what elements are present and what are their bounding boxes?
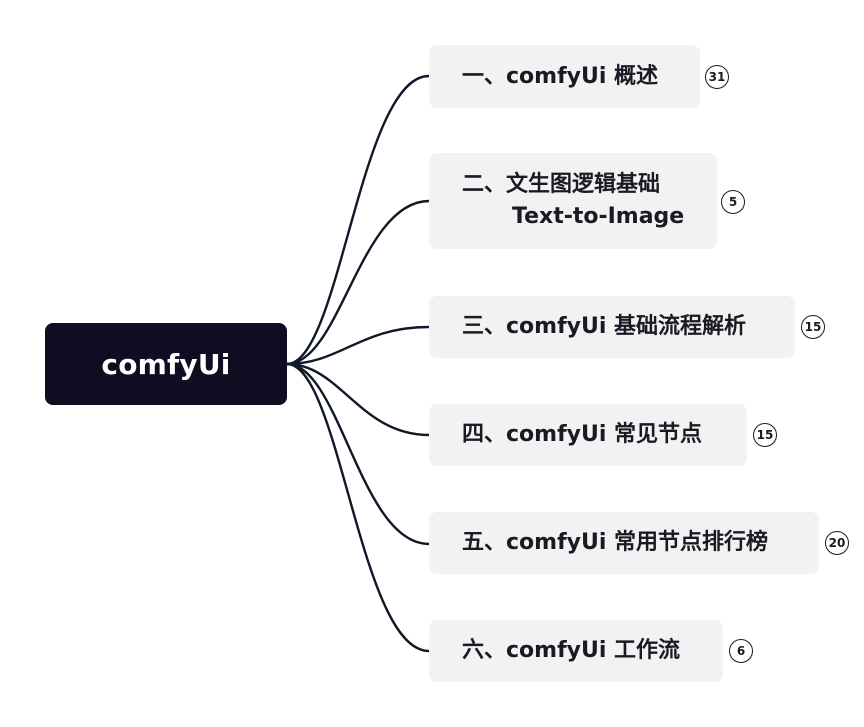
branch-node-label: 三、comfyUi 基础流程解析	[462, 314, 747, 339]
branch-node-label: 二、文生图逻辑基础 Text-to-Image	[462, 169, 684, 233]
connector-branch-2	[285, 199, 431, 366]
root-node-label: comfyUi	[101, 347, 231, 381]
connector-branch-1	[285, 74, 431, 366]
child-count-badge[interactable]: 5	[721, 190, 745, 214]
child-count-value: 6	[736, 644, 746, 658]
branch-node-label: 六、comfyUi 工作流	[462, 638, 681, 663]
root-node[interactable]: comfyUi	[45, 323, 287, 405]
branch-node-label: 一、comfyUi 概述	[462, 63, 659, 89]
branch-node-label: 五、comfyUi 常用节点排行榜	[462, 530, 769, 555]
branch-node-overview[interactable]: 一、comfyUi 概述	[429, 45, 700, 108]
connector-branch-3	[285, 325, 431, 366]
child-count-value: 20	[828, 536, 846, 550]
branch-node-basic-flow[interactable]: 三、comfyUi 基础流程解析	[429, 296, 795, 358]
child-count-badge[interactable]: 20	[825, 531, 849, 555]
connector-branch-4	[285, 362, 431, 437]
branch-node-label-line1: 二、文生图逻辑基础	[462, 172, 661, 197]
branch-node-text-to-image[interactable]: 二、文生图逻辑基础 Text-to-Image	[429, 153, 717, 249]
branch-node-label: 四、comfyUi 常见节点	[462, 422, 703, 447]
child-count-value: 31	[708, 70, 726, 84]
child-count-badge[interactable]: 15	[753, 423, 777, 447]
branch-node-node-ranking[interactable]: 五、comfyUi 常用节点排行榜	[429, 512, 819, 574]
child-count-value: 5	[728, 195, 738, 209]
branch-node-workflow[interactable]: 六、comfyUi 工作流	[429, 620, 723, 682]
branch-node-label-line2: Text-to-Image	[512, 204, 685, 229]
child-count-badge[interactable]: 31	[705, 65, 729, 89]
child-count-badge[interactable]: 15	[801, 315, 825, 339]
connector-branch-6	[285, 362, 431, 653]
child-count-badge[interactable]: 6	[729, 639, 753, 663]
child-count-value: 15	[804, 320, 822, 334]
connector-branch-5	[285, 362, 431, 546]
child-count-value: 15	[756, 428, 774, 442]
branch-node-common-nodes[interactable]: 四、comfyUi 常见节点	[429, 404, 747, 466]
